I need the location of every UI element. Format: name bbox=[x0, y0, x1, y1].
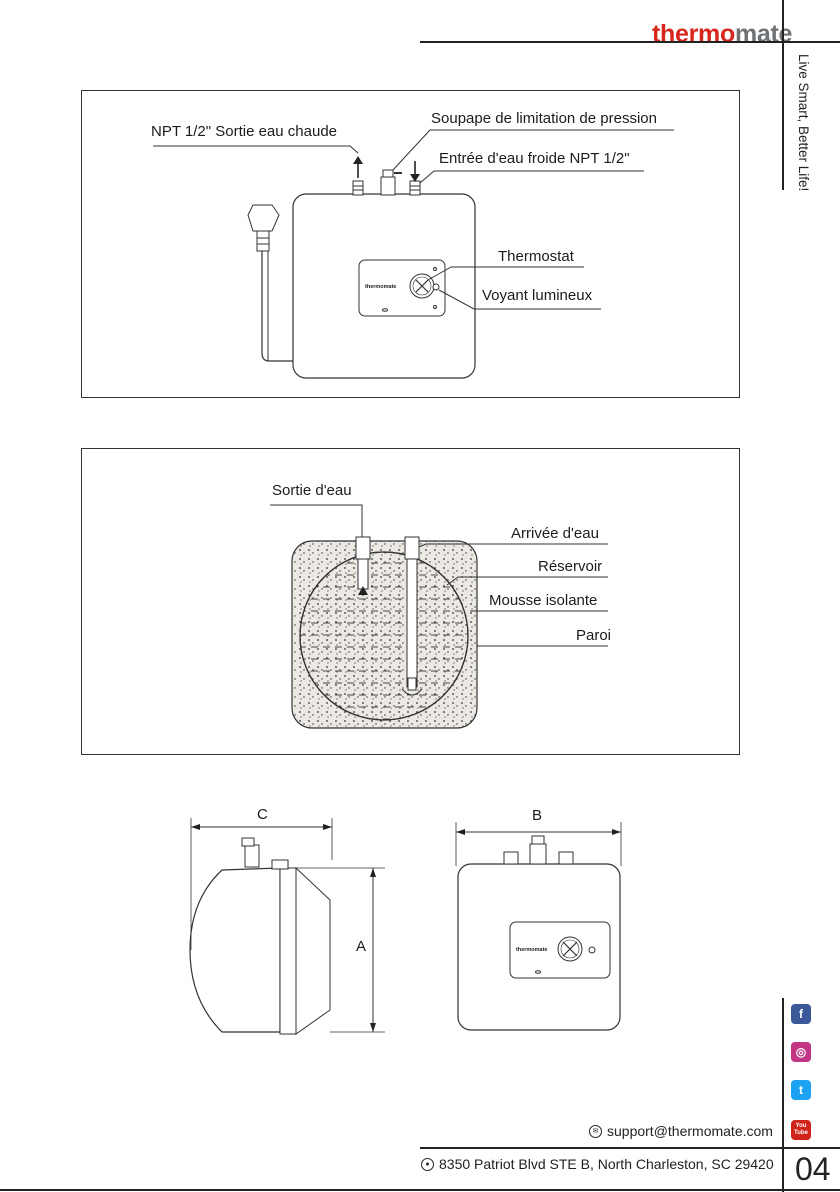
page-bottom-rule bbox=[0, 1189, 840, 1191]
label-water-inlet: Arrivée d'eau bbox=[511, 525, 599, 542]
email-icon: ✉ bbox=[589, 1124, 602, 1138]
label-insulation: Mousse isolante bbox=[489, 592, 598, 609]
twitter-icon[interactable]: t bbox=[791, 1080, 811, 1100]
tagline: Live Smart, Better Life! bbox=[796, 54, 811, 192]
footer-rule bbox=[420, 1147, 840, 1149]
instagram-icon[interactable]: ◎ bbox=[791, 1042, 811, 1062]
indicator-light bbox=[432, 283, 440, 291]
hot-outlet-arrow bbox=[353, 156, 363, 164]
internal-section-drawing bbox=[270, 504, 608, 729]
side-view-body bbox=[189, 867, 281, 1033]
footer-email-text: support@thermomate.com bbox=[607, 1123, 773, 1139]
label-wall: Paroi bbox=[576, 627, 612, 644]
heater-overview-drawing: thermomate bbox=[153, 129, 674, 379]
footer-address: ● 8350 Patriot Blvd STE B, North Charles… bbox=[421, 1156, 774, 1172]
dimension-a-label: A bbox=[356, 938, 367, 955]
leader-tank bbox=[446, 576, 608, 586]
footer-address-text: 8350 Patriot Blvd STE B, North Charlesto… bbox=[439, 1156, 774, 1172]
side-rule-bottom bbox=[782, 998, 784, 1192]
dimensions-drawing: thermomate bbox=[189, 818, 622, 1035]
inner-tank bbox=[299, 551, 469, 721]
leader-water-outlet bbox=[270, 504, 363, 537]
inlet-pipe-top bbox=[404, 536, 420, 560]
dimension-b-label: B bbox=[532, 807, 543, 824]
leader-hot-outlet bbox=[153, 145, 359, 154]
brand-logo-part1: thermo bbox=[652, 20, 735, 48]
pressure-valve-fitting bbox=[380, 176, 396, 196]
header-rule bbox=[420, 41, 840, 43]
youtube-icon[interactable]: You Tube bbox=[791, 1120, 811, 1140]
location-pin-icon: ● bbox=[421, 1157, 434, 1171]
panel-brand-text: thermomate bbox=[365, 284, 396, 290]
power-plug bbox=[247, 204, 280, 232]
leader-water-inlet bbox=[418, 543, 608, 548]
diagram-internal-section: Sortie d'eau Arrivée d'eau Réservoir Mou… bbox=[81, 448, 740, 755]
dimension-c-label: C bbox=[257, 806, 268, 823]
leader-indicator bbox=[438, 289, 601, 310]
cold-inlet-fitting bbox=[409, 180, 421, 196]
label-cold-inlet: Entrée d'eau froide NPT 1/2" bbox=[439, 150, 630, 167]
label-indicator-light: Voyant lumineux bbox=[482, 287, 593, 304]
power-cord bbox=[261, 251, 293, 362]
label-tank: Réservoir bbox=[538, 558, 603, 575]
cold-inlet-arrow bbox=[410, 174, 420, 182]
outlet-pipe bbox=[357, 558, 369, 590]
outlet-pipe-top bbox=[355, 536, 371, 560]
diagram-heater-overview: thermomate bbox=[81, 90, 740, 398]
front-view-brand-text: thermomate bbox=[516, 947, 547, 953]
facebook-icon[interactable]: f bbox=[791, 1004, 811, 1024]
leader-cold-inlet bbox=[419, 170, 644, 184]
inlet-pipe bbox=[406, 558, 418, 688]
label-water-outlet: Sortie d'eau bbox=[272, 482, 352, 499]
label-thermostat: Thermostat bbox=[498, 248, 574, 265]
footer-email[interactable]: ✉ support@thermomate.com bbox=[589, 1123, 773, 1139]
leader-thermostat bbox=[427, 266, 584, 281]
label-pressure-valve: Soupape de limitation de pression bbox=[431, 110, 657, 127]
brand-logo: thermomate bbox=[652, 20, 792, 49]
page-number: 04 bbox=[795, 1151, 831, 1187]
hot-outlet-fitting bbox=[352, 180, 364, 196]
label-hot-outlet: NPT 1/2" Sortie eau chaude bbox=[151, 123, 337, 140]
side-rule-top bbox=[782, 0, 784, 190]
